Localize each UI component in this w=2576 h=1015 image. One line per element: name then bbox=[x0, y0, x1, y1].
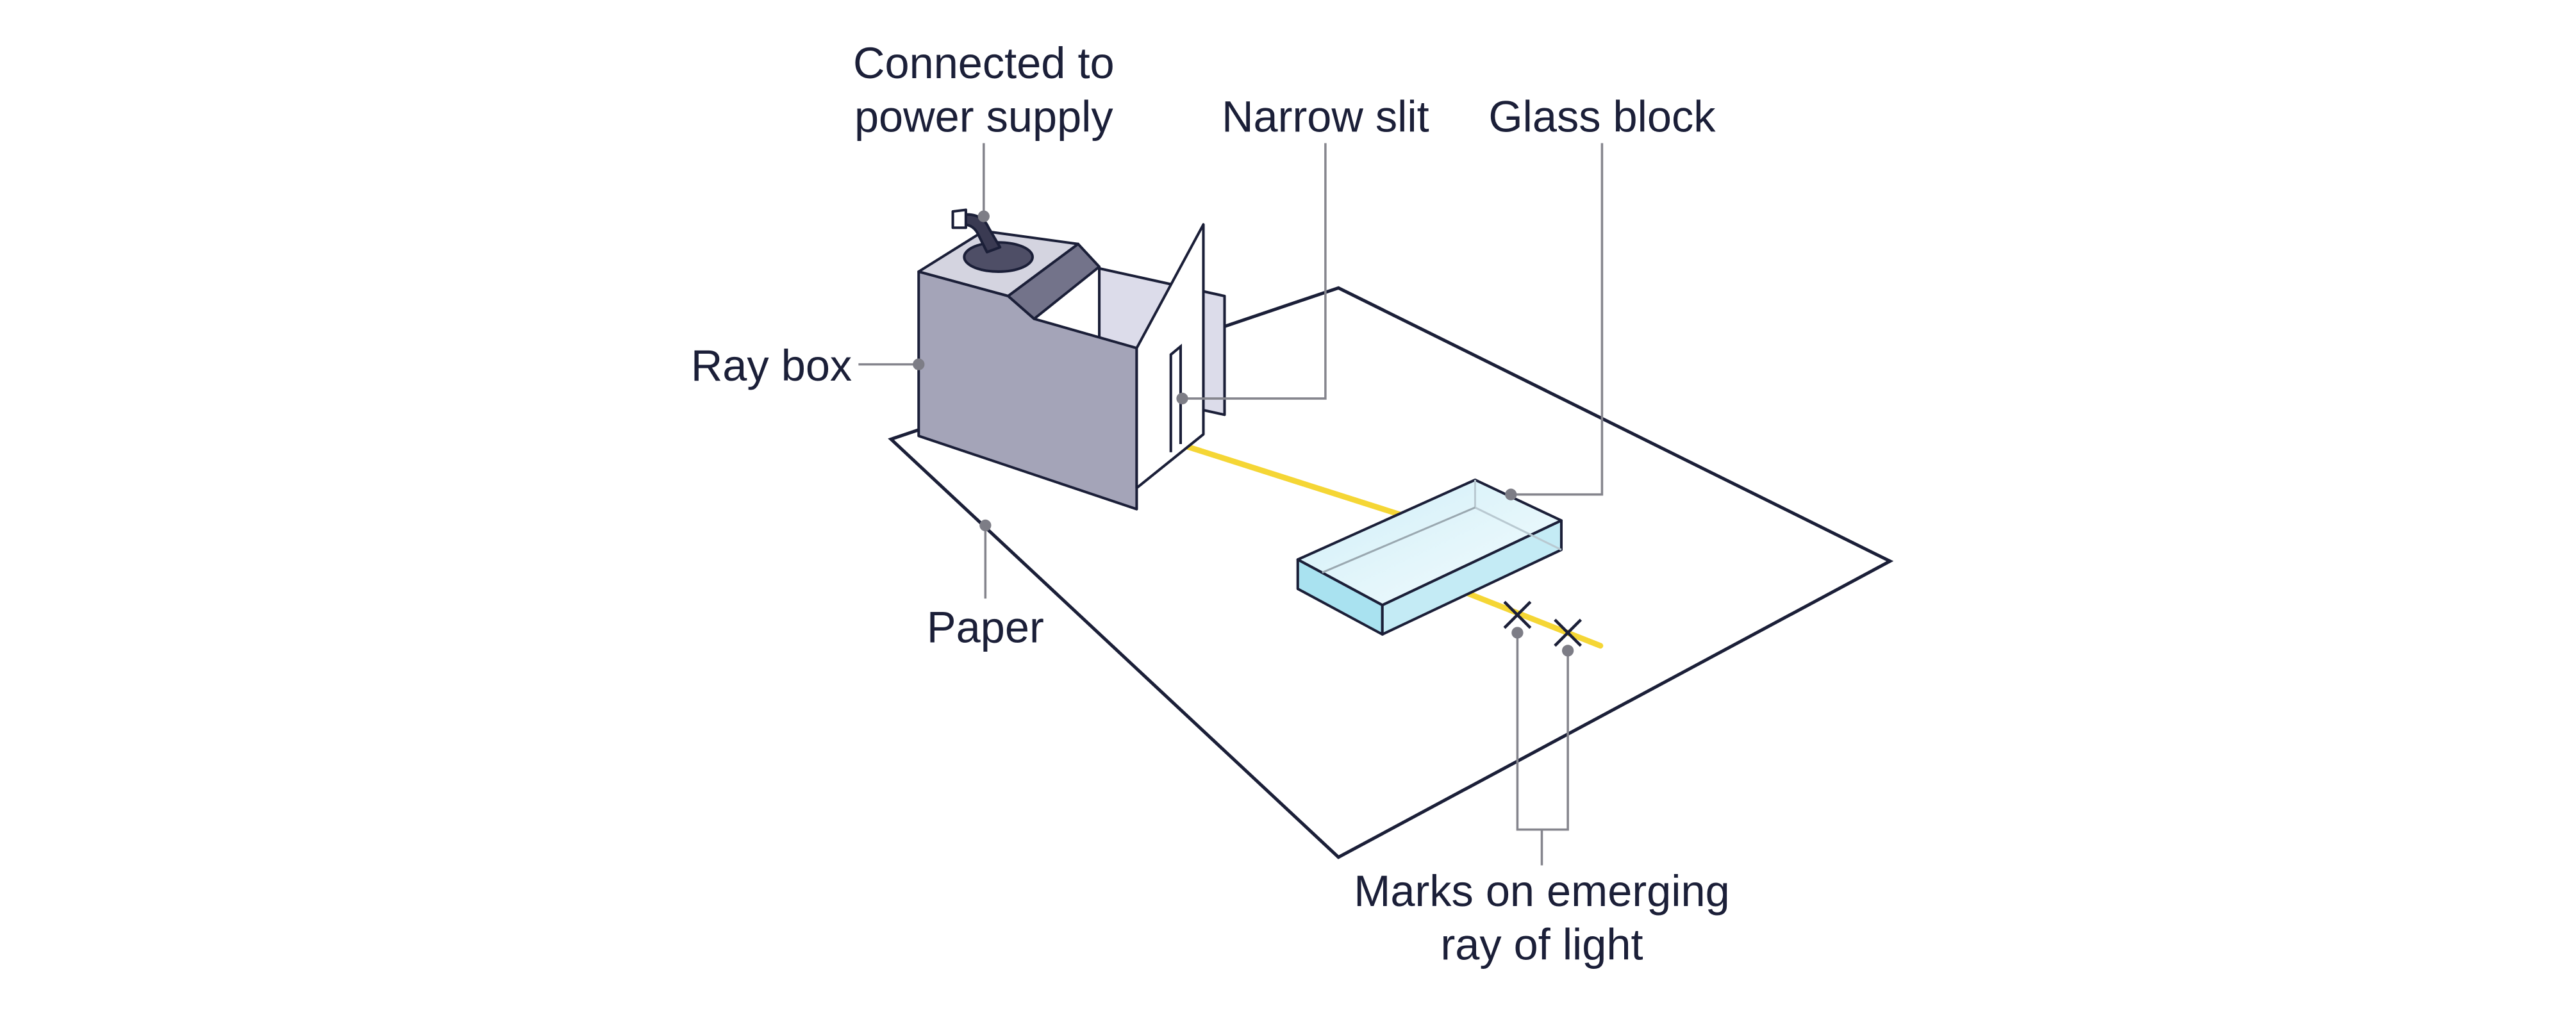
marks-label-line1: Marks on emerging bbox=[1354, 866, 1729, 916]
leader-lines bbox=[858, 143, 1604, 866]
mark-dot-2 bbox=[1561, 645, 1574, 657]
glass-block-inner-edge-2 bbox=[1322, 506, 1476, 574]
incident-ray bbox=[1171, 440, 1407, 519]
glass-block-label: Glass block bbox=[1488, 92, 1716, 142]
labels: Connected to power supply Narrow slit Gl… bbox=[691, 38, 1730, 970]
emerging-ray bbox=[1465, 591, 1604, 649]
ray-box-dark-bar bbox=[1006, 242, 1101, 320]
power-supply-label-line1: Connected to bbox=[853, 38, 1115, 88]
narrow-slit-dot bbox=[1176, 392, 1188, 405]
marks-label-line2: ray of light bbox=[1440, 920, 1643, 970]
emerging-ray-cross-marks bbox=[1503, 600, 1583, 647]
narrow-slit-leader bbox=[1182, 143, 1327, 400]
power-supply-dot bbox=[977, 210, 990, 222]
glass-block-dot bbox=[1505, 488, 1517, 500]
glass-block-leader bbox=[1511, 143, 1604, 496]
power-supply-label-line2: power supply bbox=[854, 92, 1113, 142]
ray-box bbox=[917, 208, 1138, 511]
ray-box-label: Ray box bbox=[691, 341, 852, 390]
power-cable-end bbox=[951, 208, 967, 229]
paper-dot bbox=[979, 519, 992, 532]
ray-box-dot bbox=[913, 358, 925, 370]
leader-dots bbox=[913, 210, 1574, 657]
paper-label: Paper bbox=[927, 603, 1044, 652]
narrow-slit-label: Narrow slit bbox=[1222, 92, 1429, 142]
glass-block bbox=[1296, 478, 1563, 636]
mark-dot-1 bbox=[1511, 627, 1524, 639]
